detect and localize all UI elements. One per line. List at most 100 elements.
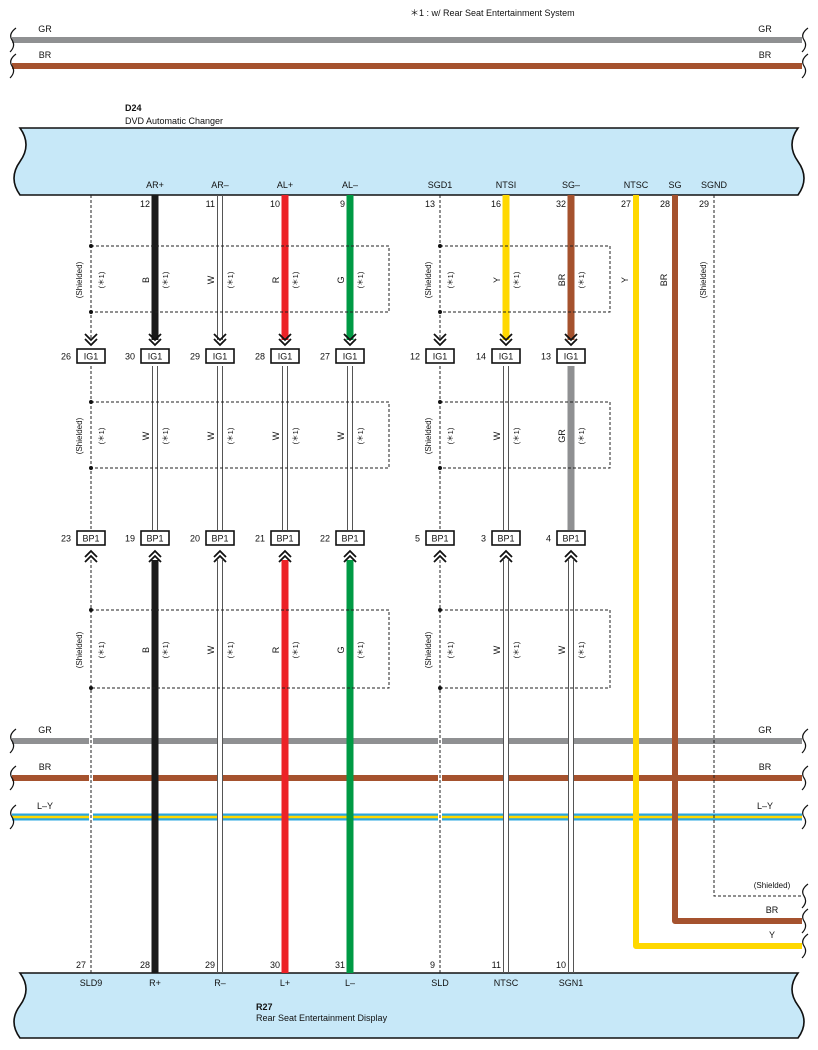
bottom-bus-gr-label-right: GR — [758, 725, 772, 735]
shield-box-r2-g1-shielded-label: (Shielded) — [424, 631, 433, 668]
wire-w4-bp-pin: 21 — [255, 534, 265, 544]
ext-e1-top-num: 27 — [621, 199, 631, 209]
wire-w1-ig-box — [76, 348, 106, 364]
wire-w4-bp-box — [270, 530, 300, 546]
wire-w4-seg2 — [282, 366, 288, 530]
ext-e1-break — [801, 933, 809, 959]
shield-box-r0-g0-star-4: (＊1) — [356, 271, 365, 288]
wire-w6-ig-pin: 12 — [410, 352, 420, 362]
top-bus-br-label-right: BR — [759, 50, 772, 60]
wire-w7-ig-chevron-stroke — [499, 333, 513, 342]
shield-box-r0-g1-star-0: (＊1) — [446, 271, 455, 288]
wire-w3-seg1 — [217, 195, 223, 340]
wire-w5-seg3-code: G — [336, 646, 346, 653]
shield-box-r0-g0 — [91, 245, 390, 313]
ext-e2-line — [672, 195, 802, 924]
wire-w7-bp-pin: 3 — [481, 534, 486, 544]
wire-w7-bp-box — [491, 530, 521, 546]
wire-w7-bottom-num: 11 — [492, 960, 501, 970]
wire-w2-bp-chevron — [148, 549, 162, 563]
top-bus-br-break-left — [9, 53, 17, 79]
wire-w1-ig-pin: 26 — [61, 352, 71, 362]
wire-w2-ig-label: IG1 — [148, 352, 163, 362]
shield-box-r2-g1-star-1: (＊1) — [512, 641, 521, 658]
wire-w3-seg3-code: W — [206, 645, 216, 654]
wire-w8-bp-pin: 4 — [546, 534, 551, 544]
wire-w3-ig-chevron-stroke — [213, 333, 227, 342]
wire-w2-seg2-code: W — [141, 431, 151, 440]
shield-box-r0-g0-dot — [89, 310, 93, 314]
wire-w6-bp-chevron-stroke — [433, 549, 447, 558]
wire-w8-seg3-code: W — [557, 645, 567, 654]
shield-box-r2-g0-star-3: (＊1) — [291, 641, 300, 658]
wire-w7-bp-label: BP1 — [497, 534, 514, 544]
wire-w3-seg2-code: W — [206, 431, 216, 440]
wire-w4-seg1-code: R — [271, 276, 281, 283]
wire-w2-ig-chevron-stroke — [148, 338, 162, 347]
wire-w7-seg3-code: W — [492, 645, 502, 654]
shield-box-r2-g1-star-2: (＊1) — [577, 641, 586, 658]
top-component-name: DVD Automatic Changer — [125, 116, 223, 126]
wire-w3-bp-chevron-stroke — [213, 554, 227, 563]
wire-w3-ig-label: IG1 — [213, 352, 228, 362]
wire-w5-top-pin: AL– — [342, 180, 358, 190]
ext-e3-line — [713, 195, 802, 897]
wire-w8-bottom-num: 10 — [556, 960, 566, 970]
wire-w8-cross-bg — [568, 730, 574, 830]
top-bus-gr-label-left: GR — [38, 24, 52, 34]
shield-box-r2-g0-star-1: (＊1) — [161, 641, 170, 658]
shield-box-r2-g0-star-2: (＊1) — [226, 641, 235, 658]
wire-w2-seg3-code: B — [141, 647, 151, 653]
wire-w5-ig-chevron — [343, 333, 357, 347]
wire-w8-top-num: 32 — [556, 199, 566, 209]
wire-w3-ig-box — [205, 348, 235, 364]
wire-w4-ig-label: IG1 — [278, 352, 293, 362]
wire-w1-ig-chevron — [84, 333, 98, 347]
wire-w3-bp-box — [205, 530, 235, 546]
wire-w8-top-pin: SG– — [562, 180, 580, 190]
wire-w2-bottom-pin: R+ — [149, 978, 161, 988]
wire-w2-ig-chevron-stroke — [148, 333, 162, 342]
ext-e3-break — [801, 883, 809, 909]
shield-box-r0-g0-star-3: (＊1) — [291, 271, 300, 288]
wire-w3-bp-chevron — [213, 549, 227, 563]
shield-box-r0-g0-star-2: (＊1) — [226, 271, 235, 288]
wire-w7-ig-chevron — [499, 333, 513, 347]
top-bus-gr-break-right — [801, 27, 809, 53]
ext-e2-break — [801, 908, 809, 934]
shield-box-r1-g1-star-1: (＊1) — [512, 427, 521, 444]
wire-w6-ig-box — [425, 348, 455, 364]
wire-w4-ig-chevron-stroke — [278, 333, 292, 342]
shield-box-r2-g1-star-0: (＊1) — [446, 641, 455, 658]
wire-w1-ig-label: IG1 — [84, 352, 99, 362]
shield-box-r0-g1-dot — [438, 244, 442, 248]
wire-w4-bottom-pin: L+ — [280, 978, 290, 988]
wire-w4-bp-chevron — [278, 549, 292, 563]
wire-w3-bp-chevron-stroke — [213, 549, 227, 558]
ext-e3-exit-label: (Shielded) — [754, 881, 791, 890]
wire-w8-ig-label: IG1 — [564, 352, 579, 362]
wire-w8-bp-box — [556, 530, 586, 546]
bottom-bus-gr-label-left: GR — [38, 725, 52, 735]
wire-w2-top-num: 12 — [140, 199, 150, 209]
wire-w4-ig-box — [270, 348, 300, 364]
shield-box-r0-g0-star-0: (＊1) — [97, 271, 106, 288]
wire-w8-bp-chevron-stroke — [564, 554, 578, 563]
shield-box-r2-g0-dot — [89, 686, 93, 690]
wire-w6-top-pin: SGD1 — [428, 180, 453, 190]
bottom-bus-l-y-break-left — [9, 804, 17, 830]
ext-e1-exit-label: Y — [769, 930, 775, 940]
shield-box-r0-g1-dot — [438, 310, 442, 314]
shield-box-r2-g0-shielded-label: (Shielded) — [75, 631, 84, 668]
footnote: ＊1 : w/ Rear Seat Entertainment System — [410, 8, 575, 18]
ext-e3-top-pin: SGND — [701, 180, 728, 190]
shield-box-r1-g1 — [440, 401, 611, 469]
wire-w8-seg1-code: BR — [557, 273, 567, 286]
wire-w8-bp-label: BP1 — [562, 534, 579, 544]
wire-w4-bp-chevron-stroke — [278, 554, 292, 563]
wire-w5-top-num: 9 — [340, 199, 345, 209]
rear-display-panel — [13, 972, 805, 1039]
shield-box-r1-g1-dot — [438, 466, 442, 470]
shield-box-r1-g0 — [91, 401, 390, 469]
wire-w6-ig-label: IG1 — [433, 352, 448, 362]
